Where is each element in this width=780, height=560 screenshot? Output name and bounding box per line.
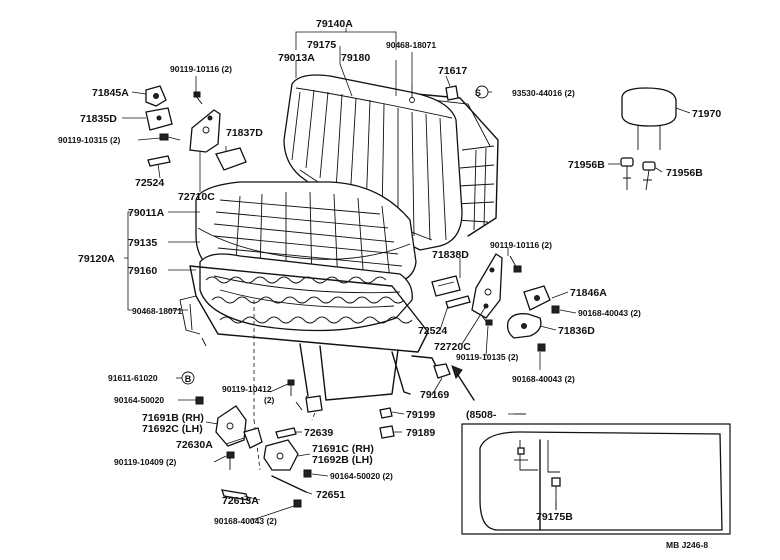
seat-spring-frame [179, 265, 429, 353]
nut-90168-40043-r2 [537, 343, 546, 352]
label-79013a: 79013A [278, 52, 315, 64]
headrest [621, 87, 677, 150]
label-90168-40043-r1: 90168-40043 (2) [578, 308, 641, 318]
inset-arrow [455, 371, 475, 401]
nut-90168-40043-r1 [551, 305, 560, 314]
pin-72639 [275, 427, 297, 439]
label-72630a: 72630A [176, 439, 213, 451]
cover-71837d [215, 147, 247, 171]
label-79199: 79199 [406, 409, 435, 421]
hinge-cover-71846a [523, 285, 551, 311]
bolt-90119-10116-mid [509, 255, 522, 273]
label-90468-18071-top: 90468-18071 [386, 40, 436, 50]
bolt-90119-10315 [159, 133, 181, 141]
label-90164-50020-l: 90164-50020 [114, 395, 164, 405]
label-71692b: 71692B (LH) [312, 454, 373, 466]
leader-lines [122, 28, 691, 521]
label-79120a: 79120A [78, 253, 115, 265]
label-71845a: 71845A [92, 87, 129, 99]
s-mark: S [475, 88, 481, 98]
bolt-90119-10409 [226, 451, 235, 470]
label-72639: 72639 [304, 427, 333, 439]
nut-90164-50020-r [303, 469, 312, 478]
label-71835d: 71835D [80, 113, 117, 125]
bolt-90119-10412 [287, 379, 303, 411]
rod-72651 [271, 475, 307, 493]
inset-arrowhead [451, 365, 463, 380]
cap-71617 [445, 85, 459, 101]
clip-79199 [379, 407, 393, 419]
label-71970: 71970 [692, 108, 721, 120]
latch-71691c-71692b [263, 439, 299, 471]
bolt-90119-10116-top [193, 91, 203, 105]
label-72720c: 72720C [434, 341, 471, 353]
hinge-bracket-72720c [471, 253, 503, 319]
label-90119-10315: 90119-10315 (2) [58, 135, 121, 145]
label-72651: 72651 [316, 489, 345, 501]
label-90119-10135: 90119-10135 (2) [456, 352, 519, 362]
hinge-cover-71836d [506, 313, 542, 339]
label-71956b-right: 71956B [666, 167, 703, 179]
label-90164-50020-r: 90164-50020 (2) [330, 471, 393, 481]
hinge-cover-71845a [145, 85, 167, 107]
label-79189: 79189 [406, 427, 435, 439]
label-93530-44016: 93530-44016 (2) [512, 88, 575, 98]
foot-bracket-lower [305, 395, 323, 413]
label-79160: 79160 [128, 265, 157, 277]
label-71836d: 71836D [558, 325, 595, 337]
label-90468-18071-low: 90468-18071 [132, 306, 182, 316]
part-labels: 79140A 79175 79013A 79180 90468-18071 90… [58, 18, 721, 550]
rod-72613a [221, 489, 249, 501]
label-90119-10412-qty: (2) [264, 395, 275, 405]
cap-79169 [433, 363, 451, 379]
pin-72524-mid [445, 295, 471, 309]
nut-90164-50020-l [195, 396, 204, 405]
nut-90168-40043-bot [293, 499, 302, 508]
label-71956b-left: 71956B [568, 159, 605, 171]
label-79140a: 79140A [316, 18, 353, 30]
inset-box [461, 423, 731, 535]
label-72710c: 72710C [178, 191, 215, 203]
label-90119-10412: 90119-10412 [222, 384, 272, 394]
label-inset-code: (8508- [466, 409, 497, 421]
headrest-guide-left [620, 157, 634, 190]
pin-72524-top [147, 155, 171, 167]
bolt-90119-10135 [481, 315, 493, 326]
label-90119-10409: 90119-10409 (2) [114, 457, 177, 467]
label-90168-40043-r2: 90168-40043 (2) [512, 374, 575, 384]
label-79011a: 79011A [128, 207, 165, 219]
label-79135: 79135 [128, 237, 157, 249]
label-71837d: 71837D [226, 127, 263, 139]
cover-71838d [431, 275, 461, 297]
label-90168-40043-bot: 90168-40043 (2) [214, 516, 277, 526]
hinge-bracket-72710c [189, 109, 221, 153]
label-72524-top: 72524 [135, 177, 164, 189]
clip-79189 [379, 425, 395, 439]
label-71617: 71617 [438, 65, 467, 77]
hinge-cover-71835d [145, 107, 173, 131]
headrest-guide-right [642, 161, 656, 191]
label-90119-10116-top: 90119-10116 (2) [170, 64, 232, 74]
label-72524-mid: 72524 [418, 325, 447, 337]
label-91611-61020: 91611-61020 [108, 373, 158, 383]
label-72613a: 72613A [222, 495, 259, 507]
label-71692c: 71692C (LH) [142, 423, 203, 435]
label-79175b: 79175B [536, 511, 573, 523]
footer-code: MB J246-8 [666, 540, 708, 550]
latch-71691b-71692c [215, 405, 247, 447]
label-79180: 79180 [341, 52, 370, 64]
label-71846a: 71846A [570, 287, 607, 299]
b-mark: B [185, 374, 192, 384]
label-90119-10116-mid: 90119-10116 (2) [490, 240, 552, 250]
label-79175: 79175 [307, 39, 336, 51]
clip-90468-18071-top [409, 84, 415, 103]
label-71691b: 71691B (RH) [142, 412, 204, 424]
label-71838d: 71838D [432, 249, 469, 261]
label-79169: 79169 [420, 389, 449, 401]
latch-72630a [243, 427, 263, 449]
label-71691c: 71691C (RH) [312, 443, 374, 455]
